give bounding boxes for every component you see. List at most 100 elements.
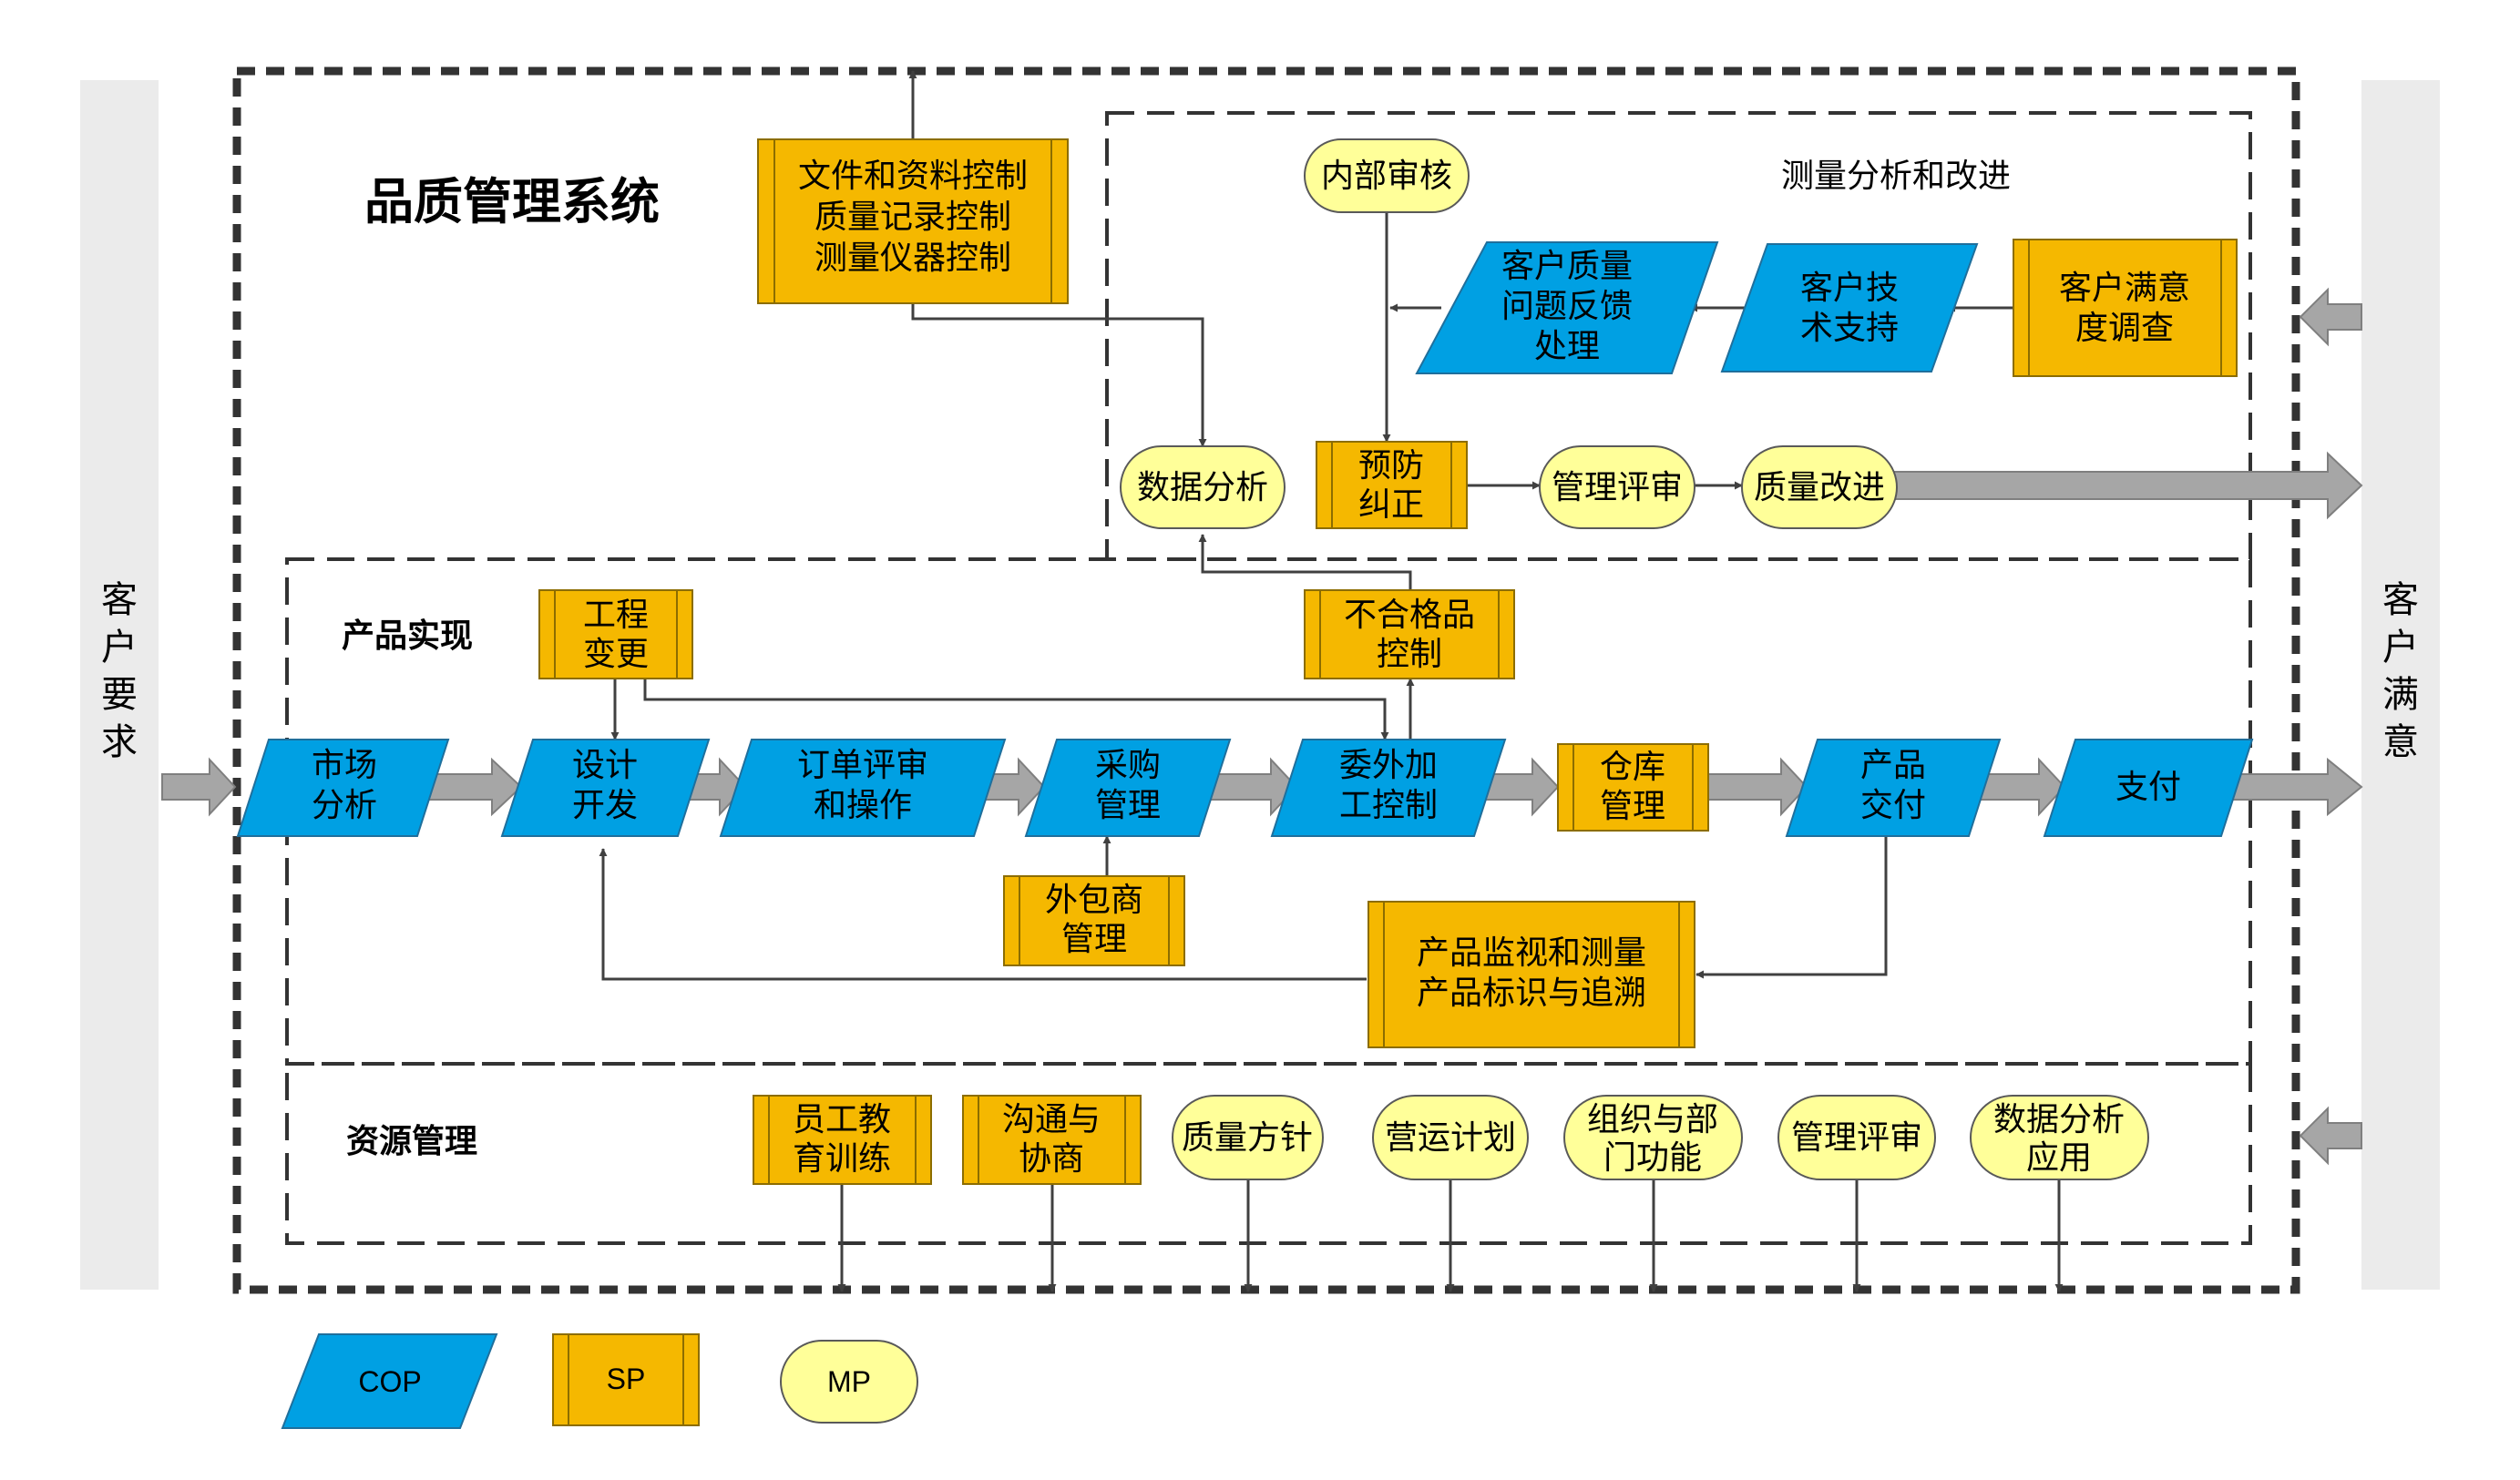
svg-text:预防: 预防 bbox=[1358, 447, 1424, 485]
satisfaction-survey-box: 客户满意 度调查 bbox=[2013, 239, 2238, 377]
outsource-control-box: 委外加 工控制 bbox=[1270, 739, 1507, 837]
data-analysis-node: 数据分析 bbox=[1120, 445, 1286, 529]
quality-policy-node: 质量方针 bbox=[1172, 1095, 1324, 1180]
svg-text:客户技: 客户技 bbox=[1800, 270, 1899, 307]
svg-text:采购: 采购 bbox=[1095, 747, 1161, 784]
product-monitoring-box: 产品监视和测量 产品标识与追溯 bbox=[1368, 901, 1695, 1048]
staff-training-box: 员工教 育训练 bbox=[753, 1095, 932, 1185]
svg-text:术支持: 术支持 bbox=[1800, 310, 1899, 347]
internal-audit-node: 内部审核 bbox=[1304, 138, 1470, 213]
main-title: 品质管理系统 bbox=[364, 173, 660, 230]
svg-text:数据分析: 数据分析 bbox=[1137, 469, 1268, 506]
svg-text:工控制: 工控制 bbox=[1339, 787, 1438, 824]
svg-text:质量方针: 质量方针 bbox=[1182, 1119, 1313, 1157]
svg-text:文件和资料控制: 文件和资料控制 bbox=[798, 158, 1028, 195]
measurement-boundary bbox=[1105, 111, 2252, 561]
legend-cop: COP bbox=[281, 1333, 498, 1429]
svg-text:问题反馈: 问题反馈 bbox=[1501, 288, 1633, 325]
svg-text:纠正: 纠正 bbox=[1358, 486, 1424, 524]
section-measurement-title: 测量分析和改进 bbox=[1781, 158, 2011, 195]
customer-satisfaction-bar bbox=[2361, 80, 2440, 1290]
svg-text:管理评审: 管理评审 bbox=[1552, 469, 1683, 506]
svg-text:满: 满 bbox=[2382, 674, 2419, 716]
svg-text:度调查: 度调查 bbox=[2075, 310, 2174, 347]
svg-text:要: 要 bbox=[101, 674, 138, 716]
customer-requirement-bar bbox=[80, 80, 159, 1290]
corrective-action-box: 预防 纠正 bbox=[1316, 441, 1468, 529]
svg-text:门功能: 门功能 bbox=[1603, 1139, 1702, 1177]
svg-text:产品标识与追溯: 产品标识与追溯 bbox=[1417, 975, 1646, 1012]
management-review-node: 管理评审 bbox=[1539, 445, 1695, 529]
svg-text:沟通与: 沟通与 bbox=[1002, 1101, 1101, 1138]
svg-text:管理: 管理 bbox=[1061, 921, 1127, 958]
market-analysis-box: 市场 分析 bbox=[236, 739, 450, 837]
svg-text:开发: 开发 bbox=[572, 787, 638, 824]
engineering-change-box: 工程 变更 bbox=[538, 589, 693, 679]
connectors bbox=[599, 70, 2064, 1292]
communication-box: 沟通与 协商 bbox=[962, 1095, 1142, 1185]
svg-text:质量改进: 质量改进 bbox=[1754, 469, 1885, 506]
svg-text:和操作: 和操作 bbox=[814, 787, 912, 824]
svg-text:变更: 变更 bbox=[583, 636, 649, 673]
svg-text:分析: 分析 bbox=[312, 787, 377, 824]
svg-text:订单评审: 订单评审 bbox=[797, 747, 928, 784]
svg-text:COP: COP bbox=[358, 1365, 421, 1398]
purchase-box: 采购 管理 bbox=[1024, 739, 1232, 837]
svg-text:组织与部: 组织与部 bbox=[1587, 1101, 1718, 1138]
svg-text:管理: 管理 bbox=[1600, 788, 1665, 825]
svg-text:产品: 产品 bbox=[1860, 747, 1926, 784]
legend: COP SP MP bbox=[281, 1333, 918, 1429]
svg-text:内部审核: 内部审核 bbox=[1321, 158, 1452, 195]
customer-requirement-label: 客 户 要 求 bbox=[101, 579, 138, 763]
svg-text:员工教: 员工教 bbox=[793, 1101, 891, 1138]
svg-text:协商: 协商 bbox=[1019, 1140, 1084, 1178]
legend-mp: MP bbox=[780, 1340, 918, 1424]
payment-box: 支付 bbox=[2043, 739, 2254, 837]
warehouse-box: 仓库 管理 bbox=[1557, 743, 1709, 832]
doc-control-box: 文件和资料控制 质量记录控制 测量仪器控制 bbox=[757, 138, 1069, 304]
system-boundary bbox=[232, 66, 2300, 1294]
quality-improvement-node: 质量改进 bbox=[1741, 445, 1898, 529]
svg-text:育训练: 育训练 bbox=[793, 1140, 891, 1178]
svg-text:测量仪器控制: 测量仪器控制 bbox=[814, 240, 1011, 277]
customer-complaint-box: 客户质量 问题反馈 处理 bbox=[1415, 241, 1719, 374]
svg-text:设计: 设计 bbox=[572, 747, 638, 784]
svg-text:客户满意: 客户满意 bbox=[2059, 270, 2190, 307]
svg-text:意: 意 bbox=[2382, 721, 2419, 763]
customer-satisfaction-label: 客 户 满 意 bbox=[2382, 579, 2419, 763]
svg-text:管理评审: 管理评审 bbox=[1791, 1119, 1922, 1157]
delivery-box: 产品 交付 bbox=[1785, 739, 2002, 837]
svg-text:应用: 应用 bbox=[2026, 1139, 2092, 1177]
svg-text:SP: SP bbox=[607, 1363, 646, 1395]
management-review-bottom-node: 管理评审 bbox=[1777, 1095, 1936, 1180]
svg-text:委外加: 委外加 bbox=[1339, 747, 1438, 784]
resource-management-boundary bbox=[285, 1062, 2252, 1245]
section-product-title: 产品实现 bbox=[342, 618, 473, 655]
legend-sp: SP bbox=[552, 1333, 700, 1426]
nonconforming-control-box: 不合格品 控制 bbox=[1304, 589, 1515, 679]
svg-text:客: 客 bbox=[2382, 579, 2419, 621]
svg-text:质量记录控制: 质量记录控制 bbox=[814, 199, 1011, 236]
svg-text:仓库: 仓库 bbox=[1600, 749, 1665, 786]
svg-text:数据分析: 数据分析 bbox=[1993, 1101, 2125, 1138]
flow-arrows bbox=[161, 287, 2363, 1166]
svg-text:户: 户 bbox=[2382, 627, 2419, 669]
svg-text:户: 户 bbox=[101, 627, 138, 669]
section-resource-title: 资源管理 bbox=[346, 1123, 477, 1160]
svg-text:控制: 控制 bbox=[1377, 636, 1442, 673]
svg-text:支付: 支付 bbox=[2115, 769, 2181, 806]
org-function-node: 组织与部 门功能 bbox=[1563, 1095, 1743, 1180]
svg-text:外包商: 外包商 bbox=[1045, 882, 1143, 919]
svg-text:不合格品: 不合格品 bbox=[1344, 597, 1475, 634]
svg-text:营运计划: 营运计划 bbox=[1385, 1119, 1516, 1157]
subcontractor-box: 外包商 管理 bbox=[1003, 875, 1185, 966]
svg-text:产品监视和测量: 产品监视和测量 bbox=[1417, 934, 1646, 972]
svg-text:求: 求 bbox=[101, 721, 138, 763]
svg-text:客户质量: 客户质量 bbox=[1501, 248, 1633, 285]
svg-text:工程: 工程 bbox=[583, 597, 649, 634]
operation-plan-node: 营运计划 bbox=[1372, 1095, 1529, 1180]
tech-support-box: 客户技 术支持 bbox=[1720, 243, 1979, 373]
order-review-box: 订单评审 和操作 bbox=[719, 739, 1007, 837]
svg-text:客: 客 bbox=[101, 579, 138, 621]
